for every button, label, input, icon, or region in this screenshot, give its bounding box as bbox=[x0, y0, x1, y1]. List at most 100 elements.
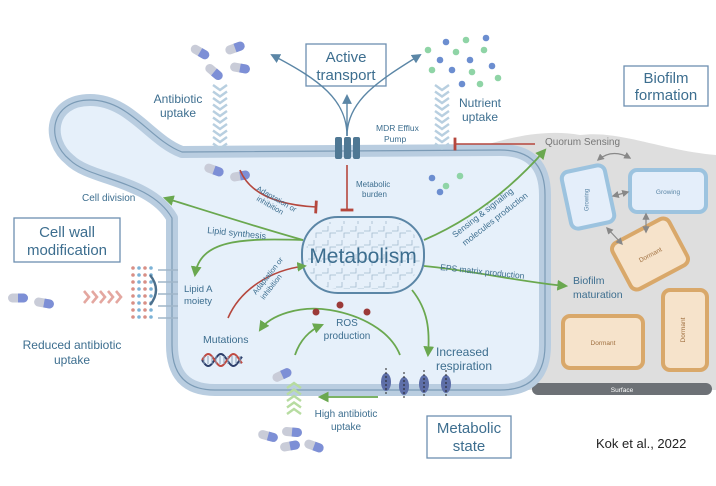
nutrient-dot bbox=[462, 36, 470, 44]
nutrient-dot bbox=[436, 188, 444, 196]
reduced-chevron bbox=[107, 290, 115, 304]
lipid-bead bbox=[137, 294, 141, 298]
inhibition-arrows bbox=[227, 137, 535, 319]
high-uptake-chevrons bbox=[286, 381, 302, 415]
reduced-chevron bbox=[115, 290, 123, 304]
chevron bbox=[434, 123, 450, 131]
chevron bbox=[434, 129, 450, 137]
chevron bbox=[286, 407, 302, 415]
metabolism-label: Metabolism bbox=[309, 245, 416, 268]
cell-wall-line-1: Cell wall bbox=[39, 224, 95, 241]
ros-mutation-arrow bbox=[258, 307, 401, 356]
lipid-bead bbox=[137, 301, 141, 305]
nutrient-dot bbox=[488, 62, 496, 70]
dormant-cell-1: Dormant bbox=[610, 216, 690, 292]
dna-strand bbox=[201, 353, 243, 368]
eps-matrix-arrow bbox=[423, 265, 569, 291]
dna-strand bbox=[201, 352, 243, 367]
lipid-bead bbox=[137, 315, 141, 319]
nutrient-dot bbox=[466, 56, 474, 64]
adaptation-top-arrow bbox=[239, 169, 318, 214]
antibiotic-pill-icon bbox=[190, 44, 210, 60]
chevron bbox=[212, 116, 228, 124]
lipid-a-line-1: Lipid A bbox=[184, 284, 213, 295]
cell-wall-line-2: modification bbox=[27, 242, 107, 259]
nutrient-dot bbox=[442, 38, 450, 46]
ros-line-1: ROS bbox=[336, 318, 358, 329]
reduced-uptake-line-2: uptake bbox=[54, 353, 90, 367]
antibiotic-pill-icon bbox=[280, 440, 300, 452]
lipid-bead bbox=[131, 287, 135, 291]
cell-division-arrow bbox=[162, 195, 304, 241]
nutrient-dot bbox=[428, 174, 436, 182]
respiration-arrow bbox=[411, 289, 435, 358]
antibiotic-pill-icon bbox=[204, 163, 224, 177]
chevron bbox=[286, 394, 302, 402]
chevron bbox=[434, 142, 450, 150]
nutrient-dots bbox=[424, 34, 502, 196]
lipid-bead bbox=[143, 280, 147, 284]
mdr-efflux-pump bbox=[335, 137, 360, 159]
lipid-bead bbox=[149, 287, 153, 291]
lipid-bead bbox=[131, 294, 135, 298]
sensing-signaling-arrow bbox=[423, 148, 547, 241]
lipid-bead bbox=[149, 308, 153, 312]
chevron bbox=[434, 84, 450, 92]
metabolic-state-line-2: state bbox=[453, 438, 486, 455]
nutrient-uptake-line-1: Nutrient bbox=[459, 96, 502, 110]
antibiotic-pill-icon bbox=[8, 293, 28, 303]
nutrient-dot bbox=[428, 66, 436, 74]
antibiotic-pill-icon bbox=[272, 368, 292, 382]
lipid-bead bbox=[137, 266, 141, 270]
uptake-ros-arrow bbox=[294, 323, 324, 356]
biofilm-formation-line-1: Biofilm bbox=[643, 70, 688, 87]
antibiotic-pill-icon bbox=[34, 297, 54, 309]
lipid-bead bbox=[149, 294, 153, 298]
metabolic-state-box: Metabolic state bbox=[426, 415, 512, 459]
antibiotic-pill-icon bbox=[205, 63, 223, 81]
cell-division-label: Cell division bbox=[82, 193, 135, 204]
antibiotic-pill-icon bbox=[230, 62, 250, 74]
dormant-cell-3: Dormant bbox=[661, 288, 709, 372]
lipid-bead bbox=[131, 308, 135, 312]
chevron bbox=[212, 129, 228, 137]
lipid-a-bracket bbox=[149, 274, 158, 306]
quorum-sensing-label: Quorum Sensing bbox=[545, 137, 620, 148]
lipid-bead bbox=[143, 287, 147, 291]
lipid-bead bbox=[143, 294, 147, 298]
chevron bbox=[212, 123, 228, 131]
metabolic-burden-line-1: Metabolic bbox=[356, 180, 390, 189]
nutrient-dot bbox=[452, 48, 460, 56]
chevron bbox=[434, 97, 450, 105]
chevron bbox=[434, 90, 450, 98]
dormant-label-3: Dormant bbox=[680, 317, 687, 342]
lipid-bead bbox=[131, 273, 135, 277]
antibiotic-pill-icon bbox=[258, 430, 278, 442]
nutrient-dot bbox=[456, 172, 464, 180]
chevron bbox=[212, 90, 228, 98]
lipid-bead bbox=[131, 280, 135, 284]
biofilm-maturation-line-2: maturation bbox=[573, 289, 623, 301]
mutation-adaptation-arrow bbox=[227, 262, 307, 319]
lipid-tail bbox=[158, 269, 178, 319]
high-uptake-line-1: High antibiotic bbox=[315, 409, 378, 420]
nutrient-dot bbox=[476, 80, 484, 88]
chevron bbox=[212, 84, 228, 92]
antibiotic-pill-icon bbox=[304, 439, 324, 453]
reduced-chevron bbox=[83, 290, 91, 304]
uptake-chevrons bbox=[212, 84, 450, 150]
lipid-bead bbox=[131, 315, 135, 319]
respiration-line-2: respiration bbox=[436, 359, 492, 373]
chevron bbox=[286, 401, 302, 409]
chevron bbox=[434, 116, 450, 124]
lipid-bead bbox=[143, 273, 147, 277]
lipid-bead bbox=[149, 266, 153, 270]
reduced-chevron bbox=[91, 290, 99, 304]
chevron bbox=[434, 103, 450, 111]
lipid-a-line-2: moiety bbox=[184, 296, 212, 307]
active-transport-box: Active transport bbox=[305, 43, 387, 87]
nutrient-dot bbox=[436, 56, 444, 64]
lipid-bead bbox=[143, 301, 147, 305]
chevron bbox=[286, 381, 302, 389]
